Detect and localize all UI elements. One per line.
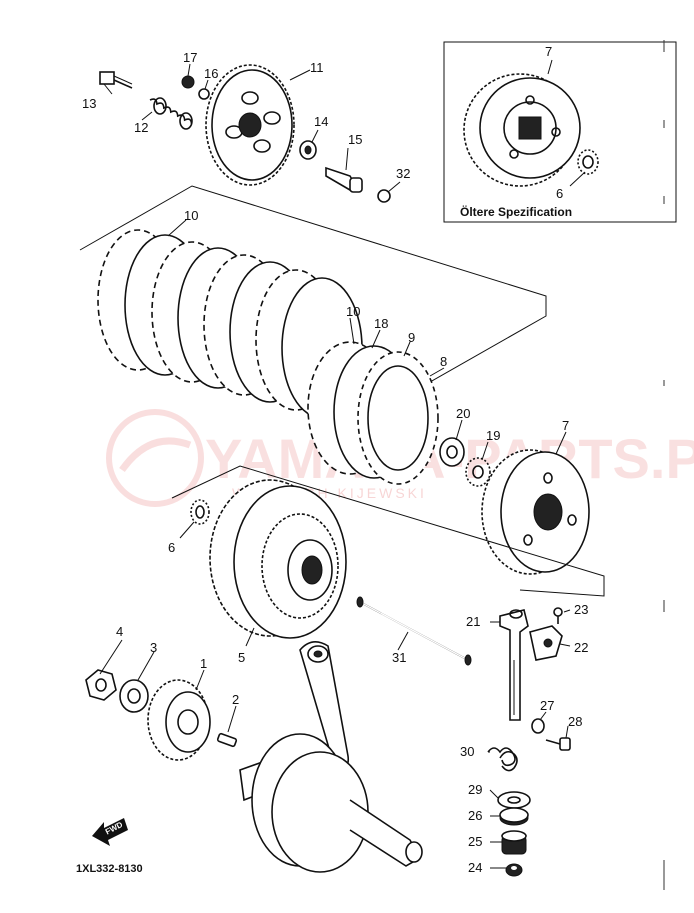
oil-seal-29 (497, 791, 531, 809)
bearing-26 (499, 807, 529, 826)
push-rod-15 (325, 166, 363, 193)
push-rod-31 (356, 596, 472, 666)
leader-lines (99, 63, 571, 869)
bolt-13 (99, 71, 133, 89)
inset-clutch-housing (463, 73, 581, 187)
washer-17 (181, 75, 195, 89)
callout-27: 27 (540, 698, 554, 713)
callout-24: 24 (468, 860, 482, 875)
lower-outline (171, 465, 605, 597)
callout-28: 28 (568, 714, 582, 729)
callouts: 17 16 11 13 12 14 15 32 10 10 18 9 8 20 … (82, 50, 588, 875)
callout-9: 9 (408, 330, 415, 345)
spring-30 (487, 747, 518, 772)
callout-23: 23 (574, 602, 588, 617)
callout-15: 15 (348, 132, 362, 147)
primary-drive-gear-1 (147, 679, 211, 761)
screw-23 (553, 607, 563, 624)
washer-19 (465, 457, 491, 487)
inset-washer (577, 149, 599, 175)
forward-arrow-icon: FWD (92, 818, 128, 846)
callout-12: 12 (134, 120, 148, 135)
spring-12 (149, 97, 193, 130)
callout-29: 29 (468, 782, 482, 797)
callout-1: 1 (200, 656, 207, 671)
washer-27 (531, 718, 545, 734)
callout-13: 13 (82, 96, 96, 111)
crankshaft (239, 641, 423, 873)
callout-25: 25 (468, 834, 482, 849)
washer-6 (190, 499, 210, 525)
callout-14: 14 (314, 114, 328, 129)
push-lever-21 (499, 609, 529, 721)
pressure-plate (205, 64, 295, 186)
callout-2: 2 (232, 692, 239, 707)
callout-7-inset: 7 (545, 44, 552, 59)
inset-older-spec: 7 6 Öltere Spezification (443, 41, 677, 223)
callout-32: 32 (396, 166, 410, 181)
callout-16: 16 (204, 66, 218, 81)
inset-title: Öltere Spezification (460, 204, 572, 219)
callout-10-lower: 10 (346, 304, 360, 319)
bolt-28 (545, 737, 571, 751)
callout-26: 26 (468, 808, 482, 823)
clutch-boss-7 (481, 449, 590, 575)
callout-10-top: 10 (184, 208, 198, 223)
callout-18: 18 (374, 316, 388, 331)
callout-8: 8 (440, 354, 447, 369)
plate-stack-outline (79, 185, 547, 391)
callout-7: 7 (562, 418, 569, 433)
washer-16 (198, 88, 210, 100)
callout-6-inset: 6 (556, 186, 563, 201)
callout-6: 6 (168, 540, 175, 555)
callout-31: 31 (392, 650, 406, 665)
callout-4: 4 (116, 624, 123, 639)
nut-14 (299, 140, 317, 160)
callout-20: 20 (456, 406, 470, 421)
callout-5: 5 (238, 650, 245, 665)
clutch-housing-5 (209, 479, 347, 639)
plate-22 (529, 625, 563, 661)
callout-22: 22 (574, 640, 588, 655)
washer-24 (505, 863, 523, 877)
callout-11: 11 (310, 60, 324, 75)
callout-17: 17 (183, 50, 197, 65)
callout-3: 3 (150, 640, 157, 655)
callout-30: 30 (460, 744, 474, 759)
bearing-25 (501, 830, 527, 855)
callout-19: 19 (486, 428, 500, 443)
key-2 (216, 732, 238, 748)
nut-4 (85, 669, 117, 701)
callout-21: 21 (466, 614, 480, 629)
ball-32 (377, 189, 391, 203)
drawing-code: 1XL332-8130 (76, 863, 143, 875)
washer-20 (439, 437, 465, 467)
clutch-plate-stack (97, 229, 439, 485)
lock-washer-3 (119, 679, 149, 713)
